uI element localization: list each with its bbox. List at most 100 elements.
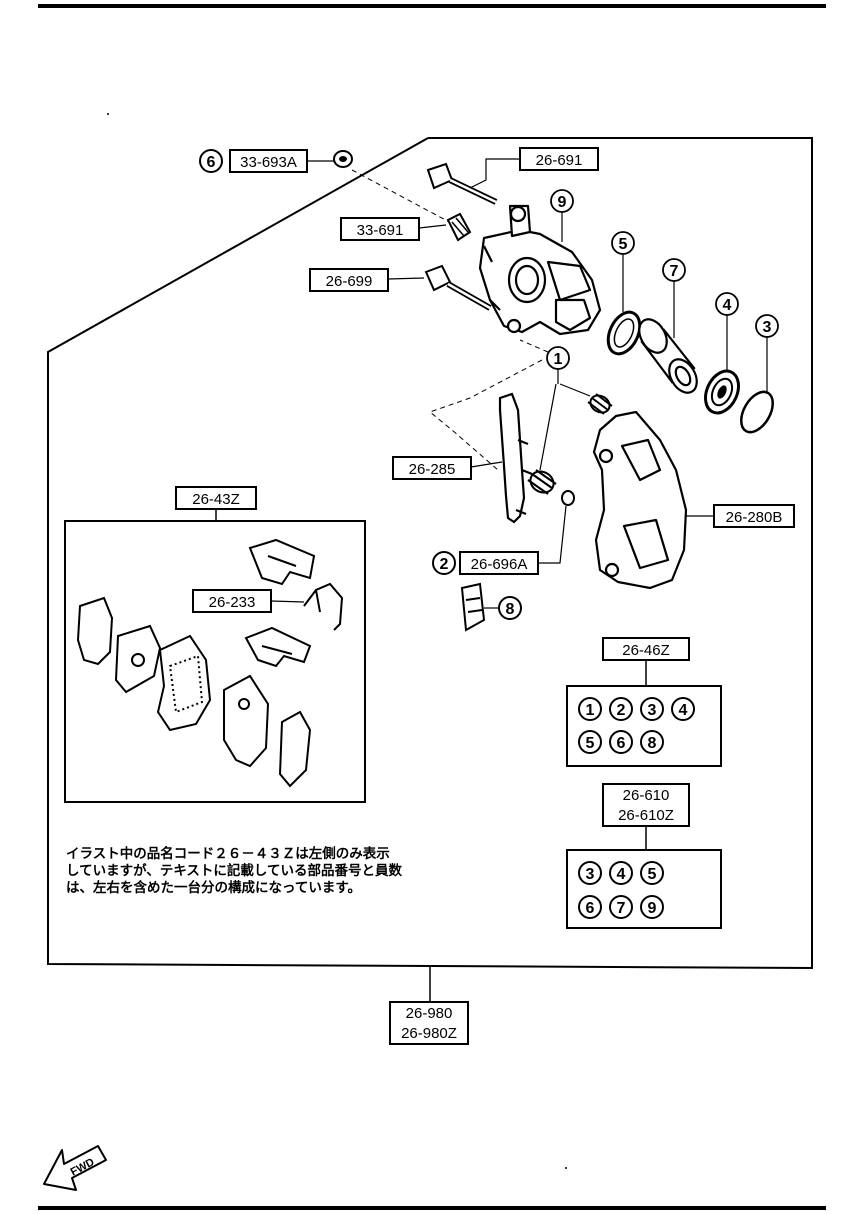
kit-callout-circle [640, 895, 664, 919]
kit-callout-circle [640, 697, 664, 721]
guide-pin-lower-icon [424, 264, 492, 311]
callout-4-group: 4 [715, 292, 739, 372]
retainer-spring-icon [498, 392, 533, 524]
callout-9-group: 9 [550, 189, 574, 242]
callout-7: 7 [670, 263, 679, 280]
kit-callout-number: 5 [586, 735, 595, 752]
kit-callout-number: 1 [586, 702, 595, 719]
anti-rattle-clip-lower-icon [244, 626, 312, 668]
kit-callout-number: 6 [617, 735, 626, 752]
callout-1: 1 [554, 351, 563, 368]
part-label-26-610: 26-610 [623, 787, 670, 804]
part-label-26-980: 26-980 [406, 1005, 453, 1022]
part-label-33-691: 33-691 [357, 222, 404, 239]
kit-callout-circle [640, 861, 664, 885]
kit-callout-number: 5 [648, 866, 657, 883]
kit-callout-circle [609, 697, 633, 721]
callout-5: 5 [619, 236, 628, 253]
callout-2: 2 [440, 556, 449, 573]
part-label-33-691-group: 33-691 [340, 217, 447, 241]
kit-callout-number: 9 [648, 900, 657, 917]
kit-callout-circle [609, 895, 633, 919]
kit-callout-circle [609, 861, 633, 885]
part-label-26-233-group: 26-233 [192, 589, 305, 613]
caliper-bracket-icon [592, 410, 688, 590]
kit-callout-number: 3 [586, 866, 595, 883]
note-line-2: していますが、テキストに記載している部品番号と員数 [66, 863, 403, 879]
part-label-26-610Z: 26-610Z [618, 807, 674, 824]
callout-8: 8 [506, 601, 515, 618]
kit-46Z-callouts: 1 2 3 4 5 6 8 [578, 697, 695, 754]
pin-boot-lower-icon [527, 469, 557, 495]
kit-callout-number: 4 [617, 866, 626, 883]
snap-ring-icon [740, 390, 774, 434]
assembly-label-group: 26-980 26-980Z [389, 1001, 469, 1045]
part-label-26-280B: 26-280B [726, 509, 783, 526]
note-line-3: は、左右を含めた一台分の構成になっています。 [66, 880, 361, 896]
brake-pad-outer-icon [156, 634, 212, 732]
caliper-body-icon [478, 204, 602, 336]
part-label-26-691: 26-691 [536, 152, 583, 169]
japanese-note: イラスト中の品名コード２６－４３Ｚは左側のみ表示 していますが、テキストに記載し… [66, 846, 486, 897]
part-label-26-46Z: 26-46Z [622, 642, 670, 659]
piston-boot-icon [704, 369, 740, 415]
callout-8-group: 8 [484, 596, 522, 620]
shim-inner-2-icon [278, 710, 312, 788]
shim-outer-icon [76, 596, 114, 666]
part-label-26-280B-group: 26-280B [686, 504, 795, 528]
part-label-26-699-group: 26-699 [309, 268, 425, 292]
bleeder-cap-icon [333, 150, 353, 168]
part-label-26-285: 26-285 [409, 461, 456, 478]
dust-seal-icon [606, 310, 642, 356]
kit-callout-circle [578, 861, 602, 885]
part-label-26-285-group: 26-285 [392, 456, 503, 480]
kit-callout-circle [671, 697, 695, 721]
forward-arrow-icon: FWD [43, 1145, 107, 1191]
part-label-33-693A: 33-693A [240, 154, 297, 171]
kit-callout-circle [640, 730, 664, 754]
note-line-1: イラスト中の品名コード２６－４３Ｚは左側のみ表示 [66, 846, 390, 862]
callout-3-group: 3 [755, 314, 779, 392]
pad-kit-box [64, 520, 366, 803]
piston-icon [638, 318, 698, 394]
kit-callout-number: 6 [586, 900, 595, 917]
callout-3: 3 [763, 319, 772, 336]
kit-callout-number: 3 [648, 702, 657, 719]
bushing-icon [561, 490, 575, 506]
kit-610-callouts: 3 4 5 6 7 9 [578, 861, 664, 919]
part-label-26-980Z: 26-980Z [401, 1025, 457, 1042]
bleeder-screw-icon [446, 212, 472, 242]
pad-kit-group: 26-43Z [64, 486, 366, 803]
part-label-26-691-group: 26-691 [469, 147, 599, 189]
callout-4: 4 [723, 297, 732, 314]
kit-callout-number: 7 [617, 900, 626, 917]
kit-callout-number: 2 [617, 702, 626, 719]
shim-inner-icon [114, 624, 162, 694]
callout-7-group: 7 [662, 258, 686, 338]
part-label-26-696A: 26-696A [471, 556, 528, 573]
anti-rattle-clip-upper-icon [248, 538, 316, 586]
assembly-outline [47, 137, 813, 970]
kit-callout-circle [578, 697, 602, 721]
kit-callout-circle [609, 730, 633, 754]
wear-indicator-spring-icon [303, 582, 344, 631]
part-label-26-43Z: 26-43Z [192, 491, 240, 508]
pad-clip-icon [460, 582, 486, 632]
kit-callout-circle [578, 895, 602, 919]
kit-callout-number: 4 [679, 702, 688, 719]
callout-6: 6 [207, 154, 216, 171]
kit-callout-number: 8 [648, 735, 657, 752]
callout-1-group: 1 [539, 346, 591, 471]
part-label-26-699: 26-699 [326, 273, 373, 290]
bottom-rule [38, 1206, 826, 1210]
brake-pad-inner-icon [223, 674, 270, 768]
pin-boot-upper-icon [587, 393, 613, 415]
part-label-26-233: 26-233 [209, 594, 256, 611]
callout-6-group: 6 33-693A [199, 149, 334, 173]
callout-9: 9 [558, 194, 567, 211]
callout-5-group: 5 [611, 231, 635, 312]
kit-callout-circle [578, 730, 602, 754]
guide-pin-upper-icon [426, 162, 498, 205]
top-rule [38, 4, 826, 8]
